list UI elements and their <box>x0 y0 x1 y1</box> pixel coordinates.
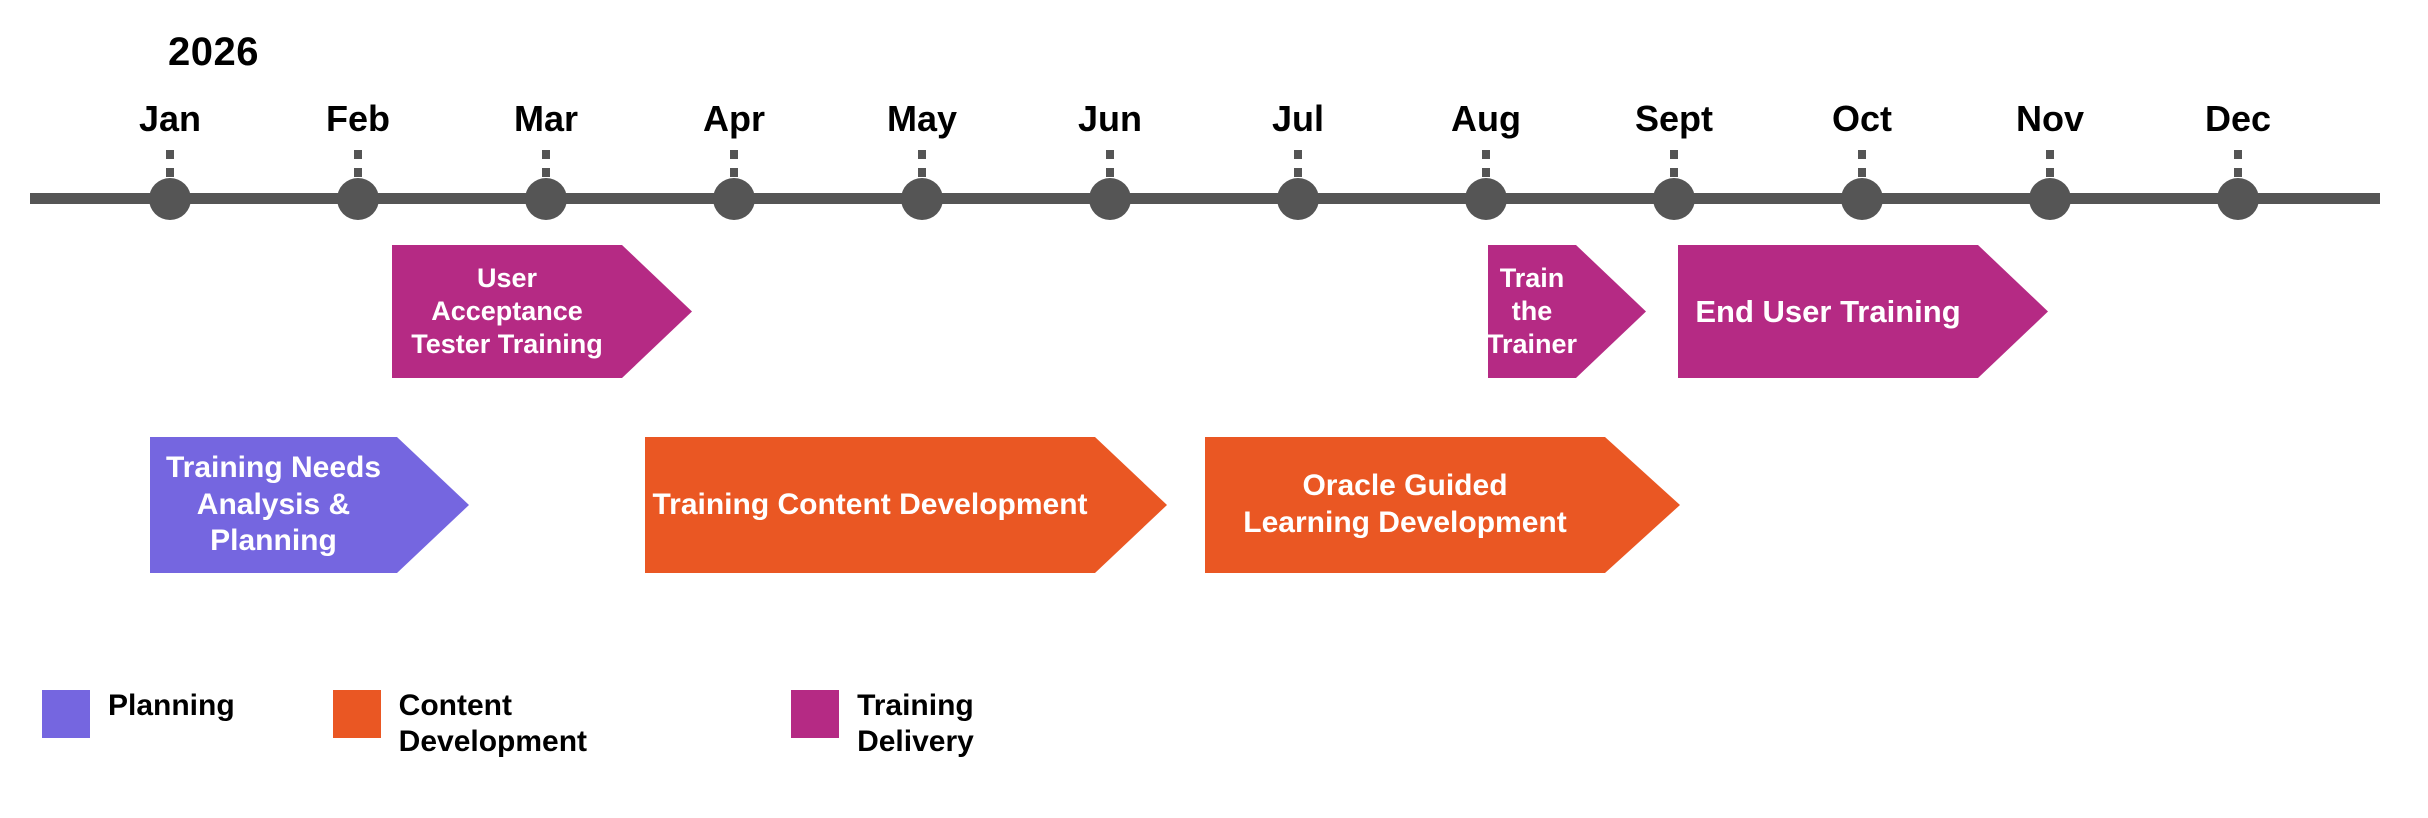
month-tick-dotted <box>354 150 362 180</box>
month-label: Aug <box>1451 98 1521 139</box>
legend-label: Training Delivery <box>857 689 974 758</box>
month-label: Mar <box>513 98 579 139</box>
timeline-axis-line <box>30 193 2380 204</box>
month-label: Nov <box>2015 98 2085 139</box>
month-tick-dotted <box>166 150 174 180</box>
timeline-bar-label: Oracle Guided Learning Development <box>1243 469 1567 539</box>
month-dot <box>2217 178 2259 220</box>
timeline-bar-label: Training Content Development <box>652 487 1088 521</box>
timeline-bar-label: Training Needs Analysis & Planning <box>165 451 382 558</box>
month-tick-dotted <box>1858 150 1866 180</box>
month-label: Dec <box>2204 98 2272 139</box>
month-dot <box>337 178 379 220</box>
month-tick-dotted <box>1670 150 1678 180</box>
month-dot <box>1465 178 1507 220</box>
timeline-bar-label: End User Training <box>1695 293 1961 329</box>
month-label: Oct <box>1831 98 1893 139</box>
month-tick-dotted <box>730 150 738 180</box>
month-label: Feb <box>325 98 391 139</box>
month-tick-dotted <box>2234 150 2242 180</box>
legend-swatch-content-development <box>332 690 381 738</box>
legend-item-training-delivery[interactable]: Training Delivery <box>791 688 974 760</box>
month-tick-dotted <box>1106 150 1114 180</box>
month-dot <box>901 178 943 220</box>
timeline-bar-label: Train the Trainer <box>1486 263 1578 359</box>
timeline-bar-training-content-development[interactable]: Training Content Development <box>645 437 1167 573</box>
month-dot <box>149 178 191 220</box>
month-tick-dotted <box>1294 150 1302 180</box>
timeline-bar-train-the-trainer[interactable]: Train the Trainer <box>1488 245 1646 378</box>
month-label: Jul <box>1271 98 1325 139</box>
month-dot <box>1089 178 1131 220</box>
month-dot <box>713 178 755 220</box>
month-label: Jun <box>1077 98 1143 139</box>
legend-item-planning[interactable]: Planning <box>42 688 235 738</box>
month-tick-dotted <box>542 150 550 180</box>
month-label: Sept <box>1634 98 1714 139</box>
month-dot <box>1841 178 1883 220</box>
month-tick-dotted <box>2046 150 2054 180</box>
legend-label: Content Development <box>398 689 588 758</box>
legend-item-content-development[interactable]: Content Development <box>332 688 588 760</box>
timeline-bar-user-acceptance-tester-training[interactable]: User Acceptance Tester Training <box>392 245 692 378</box>
month-dot <box>1653 178 1695 220</box>
legend-label: Planning <box>108 689 235 722</box>
legend: Planning Content Development Training Deli… <box>42 688 974 760</box>
timeline-bar-label: User Acceptance Tester Training <box>411 263 603 359</box>
month-label: Jan <box>138 98 202 139</box>
month-tick-dotted <box>1482 150 1490 180</box>
legend-swatch-training-delivery <box>791 690 840 738</box>
month-label: May <box>886 98 958 139</box>
month-dot <box>2029 178 2071 220</box>
legend-swatch-planning <box>42 690 90 738</box>
month-label: Apr <box>703 98 765 139</box>
timeline-bar-training-needs-analysis-and-planning[interactable]: Training Needs Analysis & Planning <box>150 437 469 573</box>
timeline-bar-oracle-guided-learning-development[interactable]: Oracle Guided Learning Development <box>1205 437 1680 573</box>
month-dot <box>525 178 567 220</box>
month-tick-dotted <box>918 150 926 180</box>
timeline-bar-end-user-training[interactable]: End User Training <box>1678 245 2048 378</box>
page-title: 2026 <box>168 30 259 74</box>
month-dot <box>1277 178 1319 220</box>
